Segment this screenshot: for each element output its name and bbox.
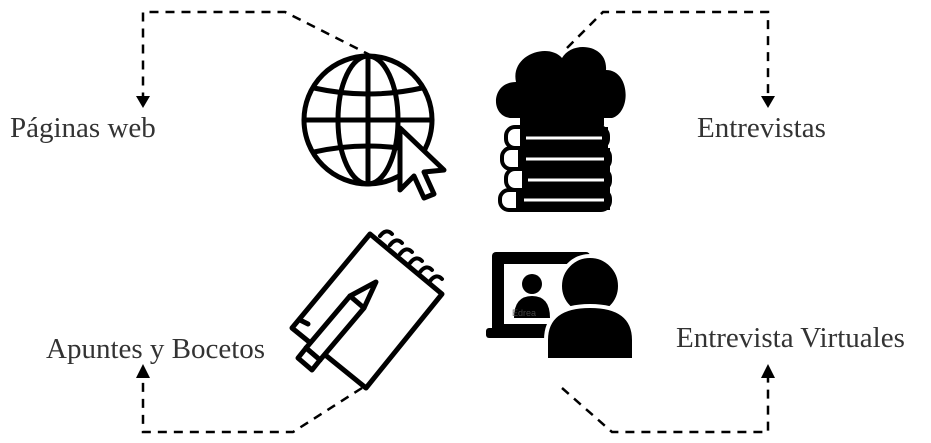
label-interviews: Entrevistas	[697, 112, 826, 144]
arrowhead-notes	[136, 364, 150, 378]
connector-virtual	[561, 378, 770, 434]
video-call-icon: Edrea	[486, 252, 636, 362]
connector-web	[141, 10, 373, 96]
connector-notes	[141, 378, 363, 434]
label-notes-sketches: Apuntes y Bocetos	[46, 333, 266, 365]
connector-interviews	[566, 10, 770, 96]
globe-cursor-icon	[301, 53, 447, 201]
arrowhead-virtual	[761, 364, 775, 378]
label-virtual-interviews: Entrevista Virtuales	[676, 322, 905, 354]
label-web-pages: Páginas web	[10, 112, 156, 144]
cloud-books-icon	[495, 46, 626, 212]
notepad-pencil-icon	[289, 229, 445, 391]
svg-text:Edrea: Edrea	[512, 308, 536, 318]
arrowhead-interviews	[761, 96, 775, 108]
arrowhead-web	[136, 96, 150, 108]
